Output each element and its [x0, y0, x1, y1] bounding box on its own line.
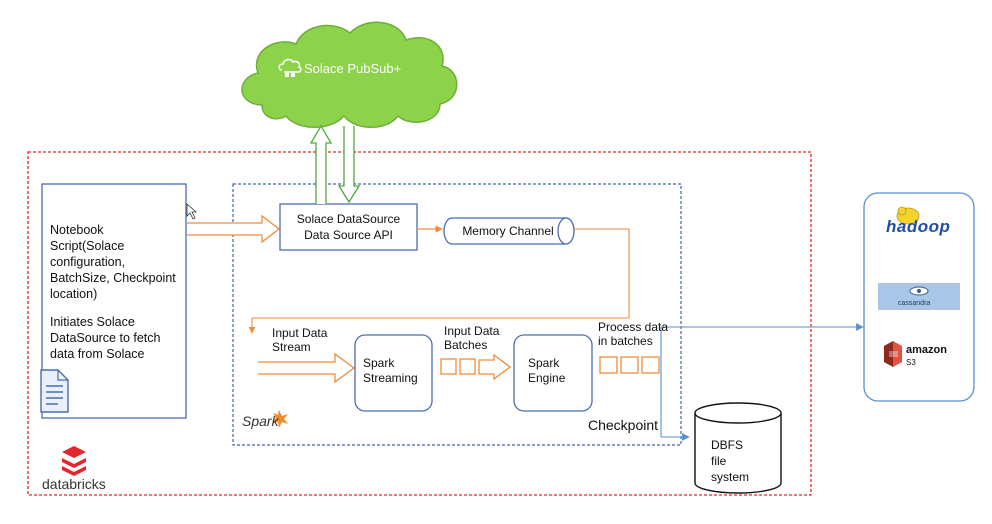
cassandra-eye-icon [909, 286, 929, 296]
cloud-down-arrow [337, 126, 361, 204]
input-batches-label: Input Data Batches [444, 324, 500, 352]
notebook-to-datasource-arrow [187, 214, 281, 244]
dbfs-cylinder [694, 402, 782, 494]
hadoop-logo-text: hadoop [886, 217, 951, 236]
spark-engine-label: Spark Engine [528, 356, 566, 385]
spark-streaming-box [354, 334, 433, 412]
amazon-logo-text: amazon [906, 344, 947, 356]
pubsub-icon [278, 58, 302, 77]
databricks-logo-text: databricks [42, 476, 106, 492]
s3-bucket-icon [884, 341, 902, 367]
spark-star-icon [272, 410, 288, 428]
cloud-label: Solace PubSub+ [304, 61, 402, 76]
document-icon [40, 369, 69, 413]
cassandra-logo-text: cassandra [898, 300, 931, 307]
memory-to-stream-line [248, 228, 630, 334]
process-batches-label: Process data in batches [598, 320, 669, 348]
notebook-script-text: Notebook Script(Solace configuration, Ba… [50, 223, 176, 301]
cloud-up-arrow [309, 124, 333, 204]
cloud-icon [241, 21, 458, 128]
memory-channel-label: Memory Channel [462, 224, 554, 238]
datasource-line2: Data Source API [304, 228, 393, 242]
checkpoint-label: Checkpoint [588, 417, 659, 433]
databricks-stack-icon [62, 446, 86, 476]
cursor-icon [186, 203, 198, 220]
spark-boundary [232, 183, 682, 446]
databricks-boundary [27, 151, 812, 496]
hadoop-elephant-icon [896, 206, 920, 225]
notebook-initiates-text: Initiates Solace DataSource to fetch dat… [50, 315, 161, 361]
input-stream-label: Input Data Stream [272, 326, 328, 354]
memory-channel-cylinder [443, 217, 575, 245]
batches-arrow [478, 353, 512, 381]
s3-logo-text: S3 [906, 358, 916, 367]
spark-logo-text: Spark [242, 413, 279, 429]
input-stream-arrow [258, 352, 356, 384]
input-batch-squares [440, 358, 476, 375]
spark-engine-box [513, 334, 593, 412]
datasource-line1: Solace DataSource [296, 212, 401, 226]
processed-batch-squares [599, 356, 660, 374]
spark-streaming-label: Spark Streaming [363, 356, 418, 385]
datasource-box [279, 203, 418, 251]
dbfs-label: DBFS file system [711, 438, 750, 484]
